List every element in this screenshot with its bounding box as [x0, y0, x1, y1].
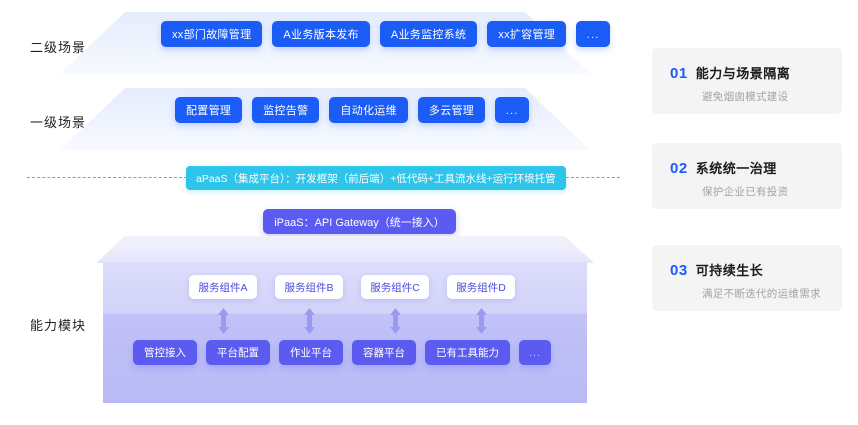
- arrow-row: [96, 308, 594, 334]
- info-card-01-title: 能力与场景隔离: [695, 66, 791, 81]
- info-card-01-number: 01: [670, 65, 688, 82]
- service-component-d[interactable]: 服务组件D: [447, 275, 515, 299]
- double-arrow-icon: [389, 308, 401, 334]
- service-component-c[interactable]: 服务组件C: [361, 275, 429, 299]
- info-card-03-number: 03: [670, 262, 688, 279]
- base-chip-more[interactable]: ...: [519, 340, 551, 365]
- base-chip-4[interactable]: 容器平台: [352, 340, 416, 365]
- capability-module-block: 服务组件A 服务组件B 服务组件C 服务组件D: [96, 236, 594, 403]
- row-label-capability: 能力模块: [30, 318, 87, 333]
- base-chip-3[interactable]: 作业平台: [279, 340, 343, 365]
- level1-scene-row: 配置管理 监控告警 自动化运维 多云管理 ...: [175, 97, 530, 123]
- arrow-cell-a: [189, 308, 257, 334]
- scene-chip-l2-2[interactable]: A业务版本发布: [272, 21, 370, 47]
- row-label-level2: 二级场景: [30, 40, 87, 55]
- info-card-01-head: 01 能力与场景隔离: [670, 63, 842, 82]
- info-card-03-subtitle: 满足不断迭代的运维需求: [702, 288, 821, 300]
- info-card-01[interactable]: 01 能力与场景隔离 避免烟囱模式建设: [652, 48, 842, 114]
- scene-chip-l1-4[interactable]: 多云管理: [417, 97, 486, 123]
- scene-chip-l1-3[interactable]: 自动化运维: [329, 97, 408, 123]
- arrow-cell-b: [275, 308, 343, 334]
- service-component-b[interactable]: 服务组件B: [275, 275, 343, 299]
- double-arrow-icon: [303, 308, 315, 334]
- base-chip-5[interactable]: 已有工具能力: [425, 340, 510, 365]
- apaas-layer: aPaaS（集成平台）：开发框架（前后端）+低代码+工具流水线+运行环境托管: [0, 166, 630, 190]
- info-card-03-title: 可持续生长: [695, 263, 764, 278]
- scene-chip-l1-2[interactable]: 监控告警: [252, 97, 320, 123]
- info-card-03-head: 03 可持续生长: [670, 260, 842, 279]
- info-card-02-head: 02 系统统一治理: [670, 158, 842, 177]
- info-card-02-subtitle: 保护企业已有投资: [702, 186, 789, 198]
- info-card-03[interactable]: 03 可持续生长 满足不断迭代的运维需求: [652, 245, 842, 311]
- arrow-cell-d: [447, 308, 515, 334]
- apaas-dashed-line-right: [535, 177, 620, 178]
- scene-chip-l2-4[interactable]: xx扩容管理: [487, 21, 567, 47]
- apaas-dashed-line-left: [27, 177, 187, 178]
- capability-top-trapezoid: [96, 236, 594, 263]
- double-arrow-icon: [217, 308, 229, 334]
- service-component-a[interactable]: 服务组件A: [189, 275, 257, 299]
- arrow-cell-c: [361, 308, 429, 334]
- scene-chip-l2-1[interactable]: xx部门故障管理: [161, 21, 263, 47]
- double-arrow-icon: [475, 308, 487, 334]
- scene-chip-l1-more[interactable]: ...: [495, 97, 530, 123]
- info-card-01-subtitle: 避免烟囱模式建设: [702, 91, 789, 103]
- info-card-02-number: 02: [670, 160, 688, 177]
- service-component-row: 服务组件A 服务组件B 服务组件C 服务组件D: [96, 275, 594, 299]
- scene-chip-l2-more[interactable]: ...: [576, 21, 611, 47]
- ipaas-bar[interactable]: iPaaS：API Gateway（统一接入）: [263, 209, 456, 234]
- base-capability-row: 管控接入 平台配置 作业平台 容器平台 已有工具能力 ...: [96, 340, 594, 365]
- base-chip-1[interactable]: 管控接入: [133, 340, 197, 365]
- info-card-02[interactable]: 02 系统统一治理 保护企业已有投资: [652, 143, 842, 209]
- apaas-bar[interactable]: aPaaS（集成平台）：开发框架（前后端）+低代码+工具流水线+运行环境托管: [186, 166, 566, 190]
- base-chip-2[interactable]: 平台配置: [206, 340, 270, 365]
- level2-scene-row: xx部门故障管理 A业务版本发布 A业务监控系统 xx扩容管理 ...: [161, 21, 611, 47]
- row-label-level1: 一级场景: [30, 115, 87, 130]
- info-card-02-title: 系统统一治理: [695, 161, 777, 176]
- scene-chip-l2-3[interactable]: A业务监控系统: [379, 21, 478, 47]
- scene-chip-l1-1[interactable]: 配置管理: [175, 97, 243, 123]
